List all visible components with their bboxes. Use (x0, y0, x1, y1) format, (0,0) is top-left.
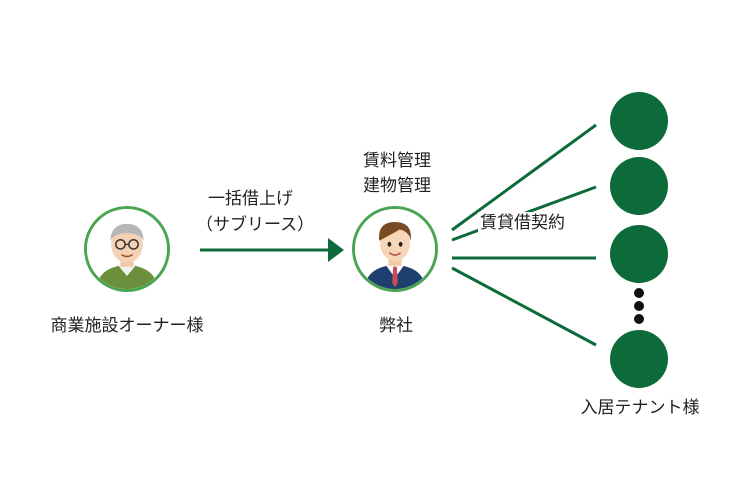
tenant-circle-3 (610, 225, 668, 283)
sublease-label-line2: （サブリース） (196, 215, 315, 235)
contract-label: 賃貸借契約 (478, 212, 567, 234)
company-avatar (352, 206, 438, 292)
sublease-label-line1: 一括借上げ (208, 189, 293, 209)
company-label: 弊社 (379, 316, 413, 336)
contract-line-1 (451, 123, 597, 232)
ellipsis-dot-3 (634, 314, 644, 324)
company-role-line1: 賃料管理 (363, 151, 431, 171)
tenant-circle-4 (610, 330, 668, 388)
ellipsis-dot-2 (634, 301, 644, 311)
tenant-circle-1 (610, 92, 668, 150)
owner-label: 商業施設オーナー様 (50, 316, 204, 336)
businessman-icon (355, 209, 435, 289)
elderly-man-icon (87, 209, 167, 289)
owner-avatar (84, 206, 170, 292)
ellipsis-dot-1 (634, 288, 644, 298)
tenants-label: 入居テナント様 (580, 398, 700, 418)
contract-line-4 (451, 266, 597, 347)
company-role-line2: 建物管理 (363, 176, 431, 196)
tenant-circle-2 (610, 157, 668, 215)
sublease-arrow-head (328, 238, 344, 262)
